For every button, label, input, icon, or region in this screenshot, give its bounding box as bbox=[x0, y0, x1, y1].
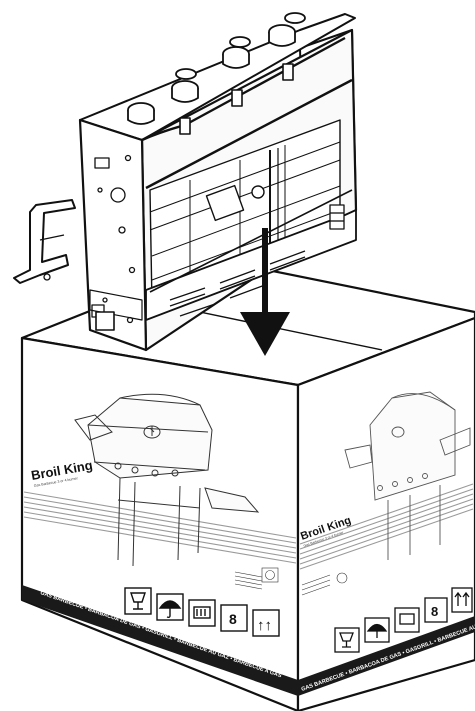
this-way-up-icon: ↑↑ bbox=[252, 609, 280, 637]
fragile-icon bbox=[124, 587, 152, 615]
side-info-block bbox=[301, 572, 348, 596]
stack-limit-number-side: 8 bbox=[431, 604, 438, 619]
valve-block bbox=[205, 184, 245, 222]
front-grill-illustration bbox=[74, 393, 260, 567]
front-brand-subtitle: Gas Barbecue 3 or 4 burner bbox=[33, 476, 78, 488]
side-handling-symbols: 8 bbox=[334, 587, 473, 653]
barcode-icon bbox=[188, 599, 216, 627]
this-way-up-arrows: ↑↑ bbox=[257, 617, 272, 634]
this-way-up-icon-side bbox=[451, 587, 473, 613]
knob-icon bbox=[284, 12, 306, 24]
knob-icon bbox=[175, 68, 197, 80]
stack-limit-icon-side: 8 bbox=[424, 597, 448, 623]
stack-limit-icon: 8 bbox=[220, 604, 248, 632]
side-grill-illustration bbox=[344, 391, 471, 560]
front-bottom-band bbox=[22, 585, 298, 696]
front-info-block bbox=[234, 567, 279, 590]
control-knobs bbox=[127, 12, 306, 125]
cart-left-panel bbox=[78, 118, 148, 352]
side-bracket bbox=[13, 199, 76, 284]
umbrella-icon-side bbox=[364, 617, 390, 643]
arrow-down-icon bbox=[240, 228, 290, 356]
side-stripe-band bbox=[299, 483, 474, 570]
umbrella-icon bbox=[156, 593, 184, 621]
side-bottom-band bbox=[298, 616, 475, 696]
front-handling-symbols: 8 ↑↑ bbox=[124, 587, 280, 637]
knob-icon bbox=[229, 36, 251, 48]
front-stripe-band bbox=[23, 491, 297, 564]
barcode-icon-side bbox=[394, 607, 420, 633]
knob-icon bbox=[171, 80, 199, 103]
shipping-box: GAS BARBECUE • BARBACOA DE GAS • GASGRIL… bbox=[20, 258, 475, 711]
knob-icon bbox=[127, 102, 155, 125]
caster-block bbox=[95, 311, 115, 331]
grill-cart-assembly bbox=[13, 12, 358, 352]
knob-icon bbox=[268, 24, 296, 47]
fragile-icon-side bbox=[334, 627, 360, 653]
stack-limit-number: 8 bbox=[229, 611, 237, 627]
shelf-slots bbox=[169, 250, 306, 317]
knob-icon bbox=[222, 46, 250, 69]
